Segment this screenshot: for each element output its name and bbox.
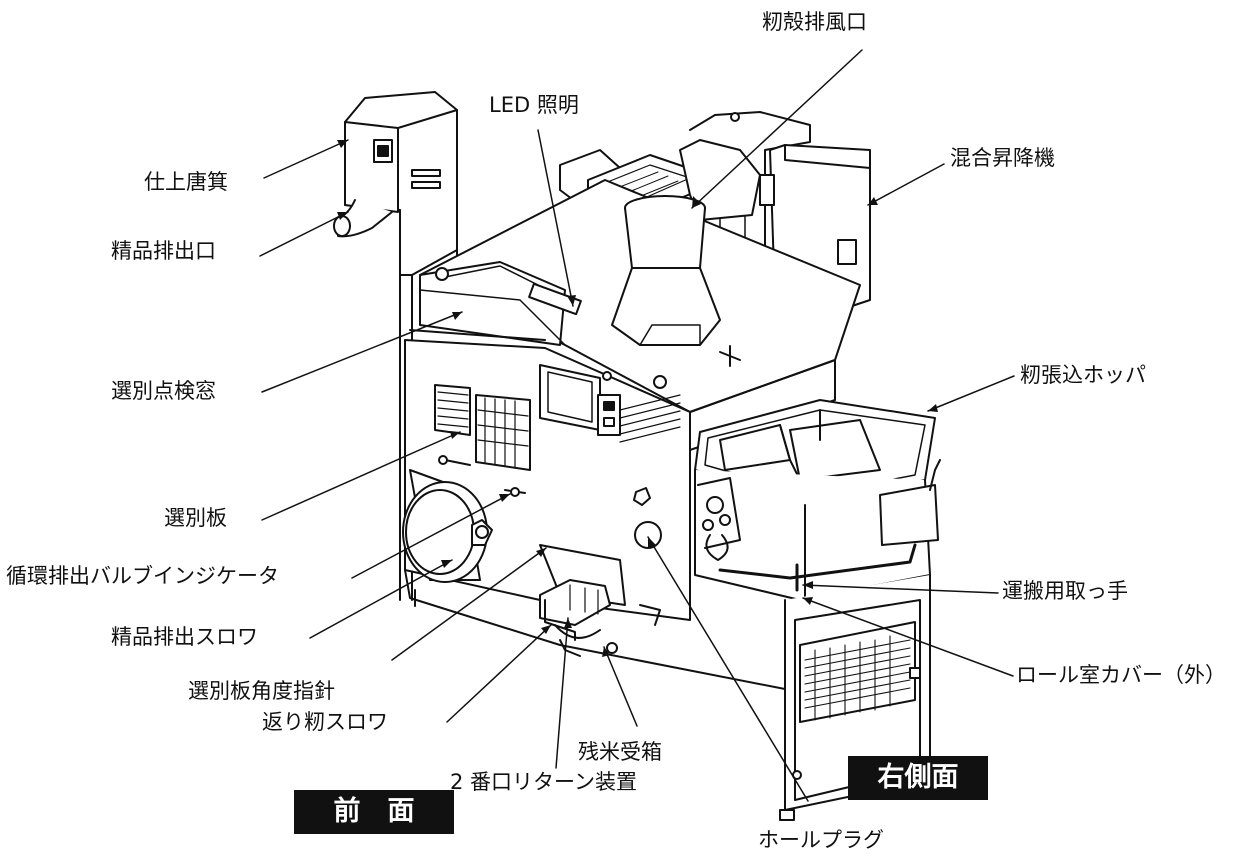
label-product-thrower: 精品排出スロワ: [111, 625, 258, 649]
label-sorting-angle-pointer: 選別板角度指針: [188, 679, 335, 703]
leader-lines: [259, 49, 1015, 802]
leader-residue-box: [603, 646, 638, 727]
label-sorting-plate: 選別板: [164, 506, 227, 530]
leader-mixing-elevator: [867, 163, 945, 206]
leader-product-thrower: [309, 559, 453, 639]
label-residue-rice-box: 残米受箱: [578, 740, 662, 764]
leader-led: [537, 129, 574, 307]
label-husk-exhaust-port: 籾殻排風口: [762, 10, 867, 34]
leader-angle-pointer: [391, 547, 547, 661]
husk-exhaust-duct-drawing: [611, 195, 721, 346]
label-carrying-handle: 運搬用取っ手: [1002, 579, 1128, 603]
label-return-paddy-thrower: 返り籾スロワ: [262, 710, 388, 734]
right-side-view-badge: 右側面: [848, 756, 988, 800]
leader-roll-cover: [802, 597, 1014, 677]
leader-husk-exhaust: [691, 49, 863, 209]
leader-arrowheads: [337, 140, 938, 657]
label-mixing-elevator: 混合昇降機: [950, 146, 1055, 170]
label-roll-chamber-cover: ロール室カバー（外）: [1016, 663, 1226, 687]
leader-inspection-window: [261, 311, 463, 393]
leader-carry-handle: [802, 584, 999, 594]
label-circulation-valve-indicator: 循環排出バルブインジケータ: [6, 564, 279, 588]
label-sorting-inspection-window: 選別点検窓: [111, 379, 216, 403]
product-thrower-drawing: [402, 469, 493, 583]
leader-valve-indicator: [351, 493, 511, 579]
label-second-return-device: 2 番口リターン装置: [450, 770, 637, 794]
label-finishing-winnower: 仕上唐箕: [144, 170, 228, 194]
leader-2nd-return: [555, 617, 569, 769]
leader-sorting-plate: [261, 431, 461, 521]
label-hole-plug: ホールプラグ: [758, 828, 884, 852]
label-product-outlet: 精品排出口: [111, 239, 216, 263]
front-view-badge: 前 面: [294, 790, 454, 834]
label-led-light: LED 照明: [489, 93, 579, 117]
leader-hole-plug: [647, 536, 809, 802]
leader-hopper: [927, 375, 1015, 412]
leader-finishing-winnower: [263, 139, 349, 179]
hopper-and-roll-chamber-drawing: [414, 399, 941, 821]
leader-product-outlet: [259, 211, 349, 257]
leader-return-thrower: [446, 624, 552, 723]
label-paddy-hopper: 籾張込ホッパ: [1020, 363, 1146, 387]
